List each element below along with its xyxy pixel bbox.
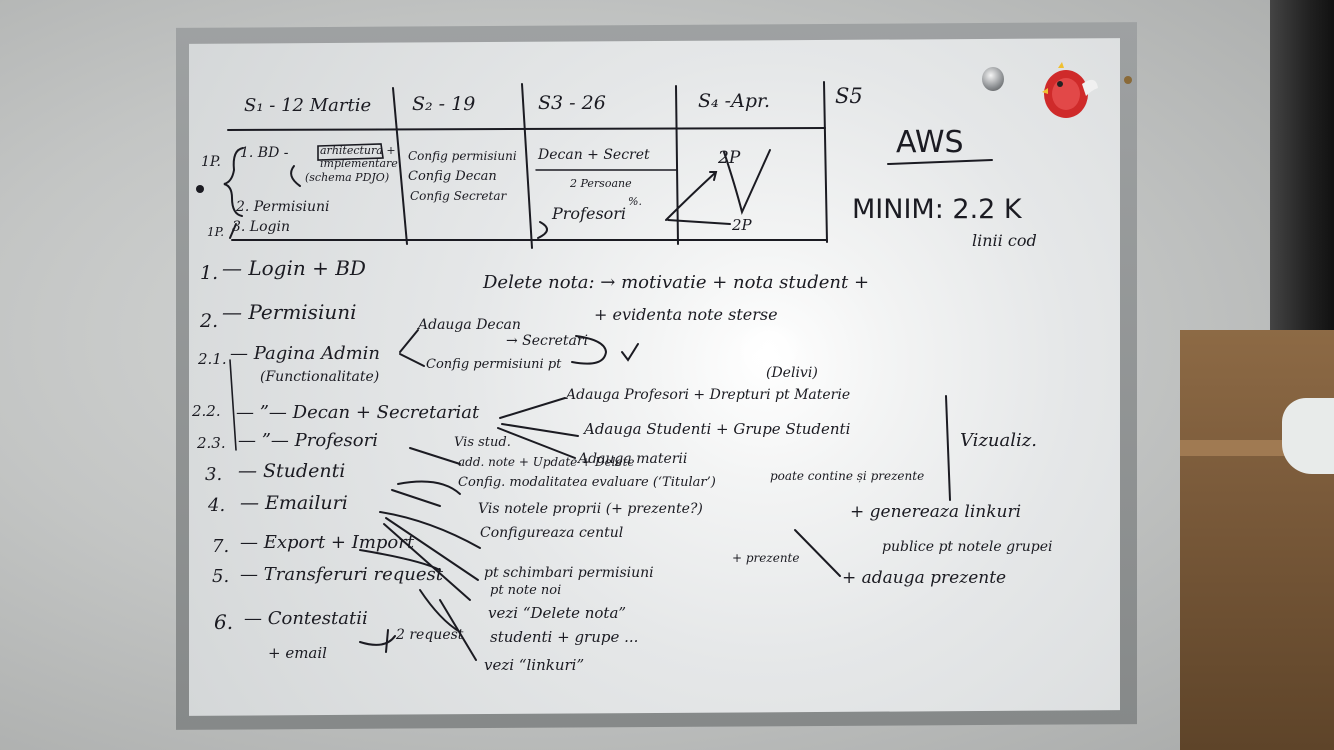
cloth — [1282, 398, 1334, 474]
adauga-profesori: Adauga Profesori + Drepturi pt Materie — [566, 387, 851, 403]
aws-minim: MINIM: 2.2 K — [852, 194, 1022, 225]
login-item: 3. Login — [232, 219, 290, 235]
config-permisiuni: Config permisiuni — [408, 149, 517, 163]
silver-magnet — [982, 67, 1004, 91]
linkuri-publice: publice pt notele grupei — [882, 539, 1053, 555]
add-note: add. note + Update + Delete — [458, 455, 635, 469]
adauga-materii: Adauga materii — [578, 451, 688, 467]
note-noi: pt note noi — [490, 583, 562, 598]
row-label-1p: 1P. — [201, 154, 221, 170]
config-permisiuni-pt: Config permisiuni pt — [426, 357, 562, 372]
schema: (schema PDJO) — [305, 171, 390, 184]
vis-stud: Vis stud. — [454, 435, 511, 450]
implementare: implementare — [320, 157, 398, 170]
row-label-1p-b: 1P. — [207, 225, 225, 239]
list-item-transferuri: — Transferuri request — [240, 564, 443, 585]
vizualiz: Vizualiz. — [960, 430, 1037, 451]
adauga-decan: Adauga Decan — [418, 317, 521, 333]
aws-title: AWS — [896, 125, 964, 160]
contest-request: 2 request — [396, 627, 464, 643]
percent: %. — [628, 195, 642, 208]
list-item-login-bd: — Login + BD — [222, 256, 366, 280]
shelf — [1270, 0, 1334, 330]
config-decan: Config Decan — [408, 169, 497, 184]
delivi: (Delivi) — [766, 365, 818, 381]
list-num-4: 4. — [208, 495, 226, 516]
delete-nota: Delete nota: → motivatie + nota student … — [483, 272, 870, 293]
genereaza-linkuri: + genereaza linkuri — [850, 502, 1022, 522]
config-evaluare: Config. modalitatea evaluare (‘Titular’) — [458, 475, 716, 490]
schimbari-permisiuni: pt schimbari permisiuni — [484, 565, 654, 581]
list-item-decan-secretariat: — ”— Decan + Secretariat — [236, 402, 480, 423]
decan-secret: Decan + Secret — [538, 147, 650, 163]
list-num-5: 5. — [212, 566, 230, 587]
list-item-email-sub: + email — [268, 644, 327, 662]
list-num-2: 2. — [200, 310, 219, 332]
list-item-pagina-admin: — Pagina Admin — [230, 343, 381, 364]
permisiuni-item: 2. Permisiuni — [236, 199, 330, 215]
list-item-permisiuni: — Permisiuni — [222, 300, 357, 324]
poate-contine: poate contine și prezente — [770, 469, 925, 483]
vezi-delete-nota: vezi “Delete nota” — [488, 604, 627, 622]
two-p-bottom: 2P — [732, 216, 752, 234]
list-item-studenti: — Studenti — [238, 460, 346, 482]
profesori-cell: Profesori — [552, 204, 627, 223]
secretari: → Secretari — [506, 333, 589, 349]
adauga-prezente: + adauga prezente — [842, 568, 1007, 588]
doua-persoane: 2 Persoane — [570, 177, 632, 190]
header-s5: S5 — [835, 84, 863, 108]
list-num-2-3: 2.3. — [197, 434, 226, 452]
list-item-contestatii: — Contestatii — [244, 608, 368, 629]
aws-unit: linii cod — [972, 231, 1037, 250]
configureaza-centul: Configureaza centul — [480, 525, 624, 541]
bd-item: 1. BD - — [240, 145, 289, 161]
list-num-2-2: 2.2. — [192, 402, 221, 420]
vezi-linkuri: vezi “linkuri” — [484, 656, 585, 674]
config-secretar: Config Secretar — [410, 189, 507, 203]
list-item-functionalitate: (Functionalitate) — [260, 369, 380, 385]
vis-note-proprii: Vis notele proprii (+ prezente?) — [478, 501, 703, 517]
two-p-top: 2P — [718, 148, 741, 168]
header-s2: S₂ - 19 — [412, 93, 476, 115]
list-item-emailuri: — Emailuri — [240, 492, 348, 514]
list-num-6: 6. — [214, 610, 234, 634]
list-item-export-import: — Export + Import — [240, 532, 415, 553]
list-num-1: 1. — [200, 262, 219, 284]
header-s4: S₄ -Apr. — [698, 90, 771, 112]
studenti-grupe: studenti + grupe ... — [490, 628, 639, 646]
arhitectura: arhitectura + — [320, 144, 396, 157]
bird-magnet — [1040, 60, 1098, 120]
list-num-7: 7. — [212, 536, 230, 557]
adauga-studenti: Adauga Studenti + Grupe Studenti — [584, 420, 851, 438]
list-num-2-1: 2.1. — [198, 350, 227, 368]
header-s1: S₁ - 12 Martie — [244, 95, 372, 116]
plus-prezente: + prezente — [732, 551, 800, 565]
header-s3: S3 - 26 — [538, 92, 606, 114]
list-num-3: 3. — [205, 464, 223, 485]
evidenta-note: + evidenta note sterse — [594, 305, 778, 324]
list-item-profesori: — ”— Profesori — [238, 430, 378, 451]
